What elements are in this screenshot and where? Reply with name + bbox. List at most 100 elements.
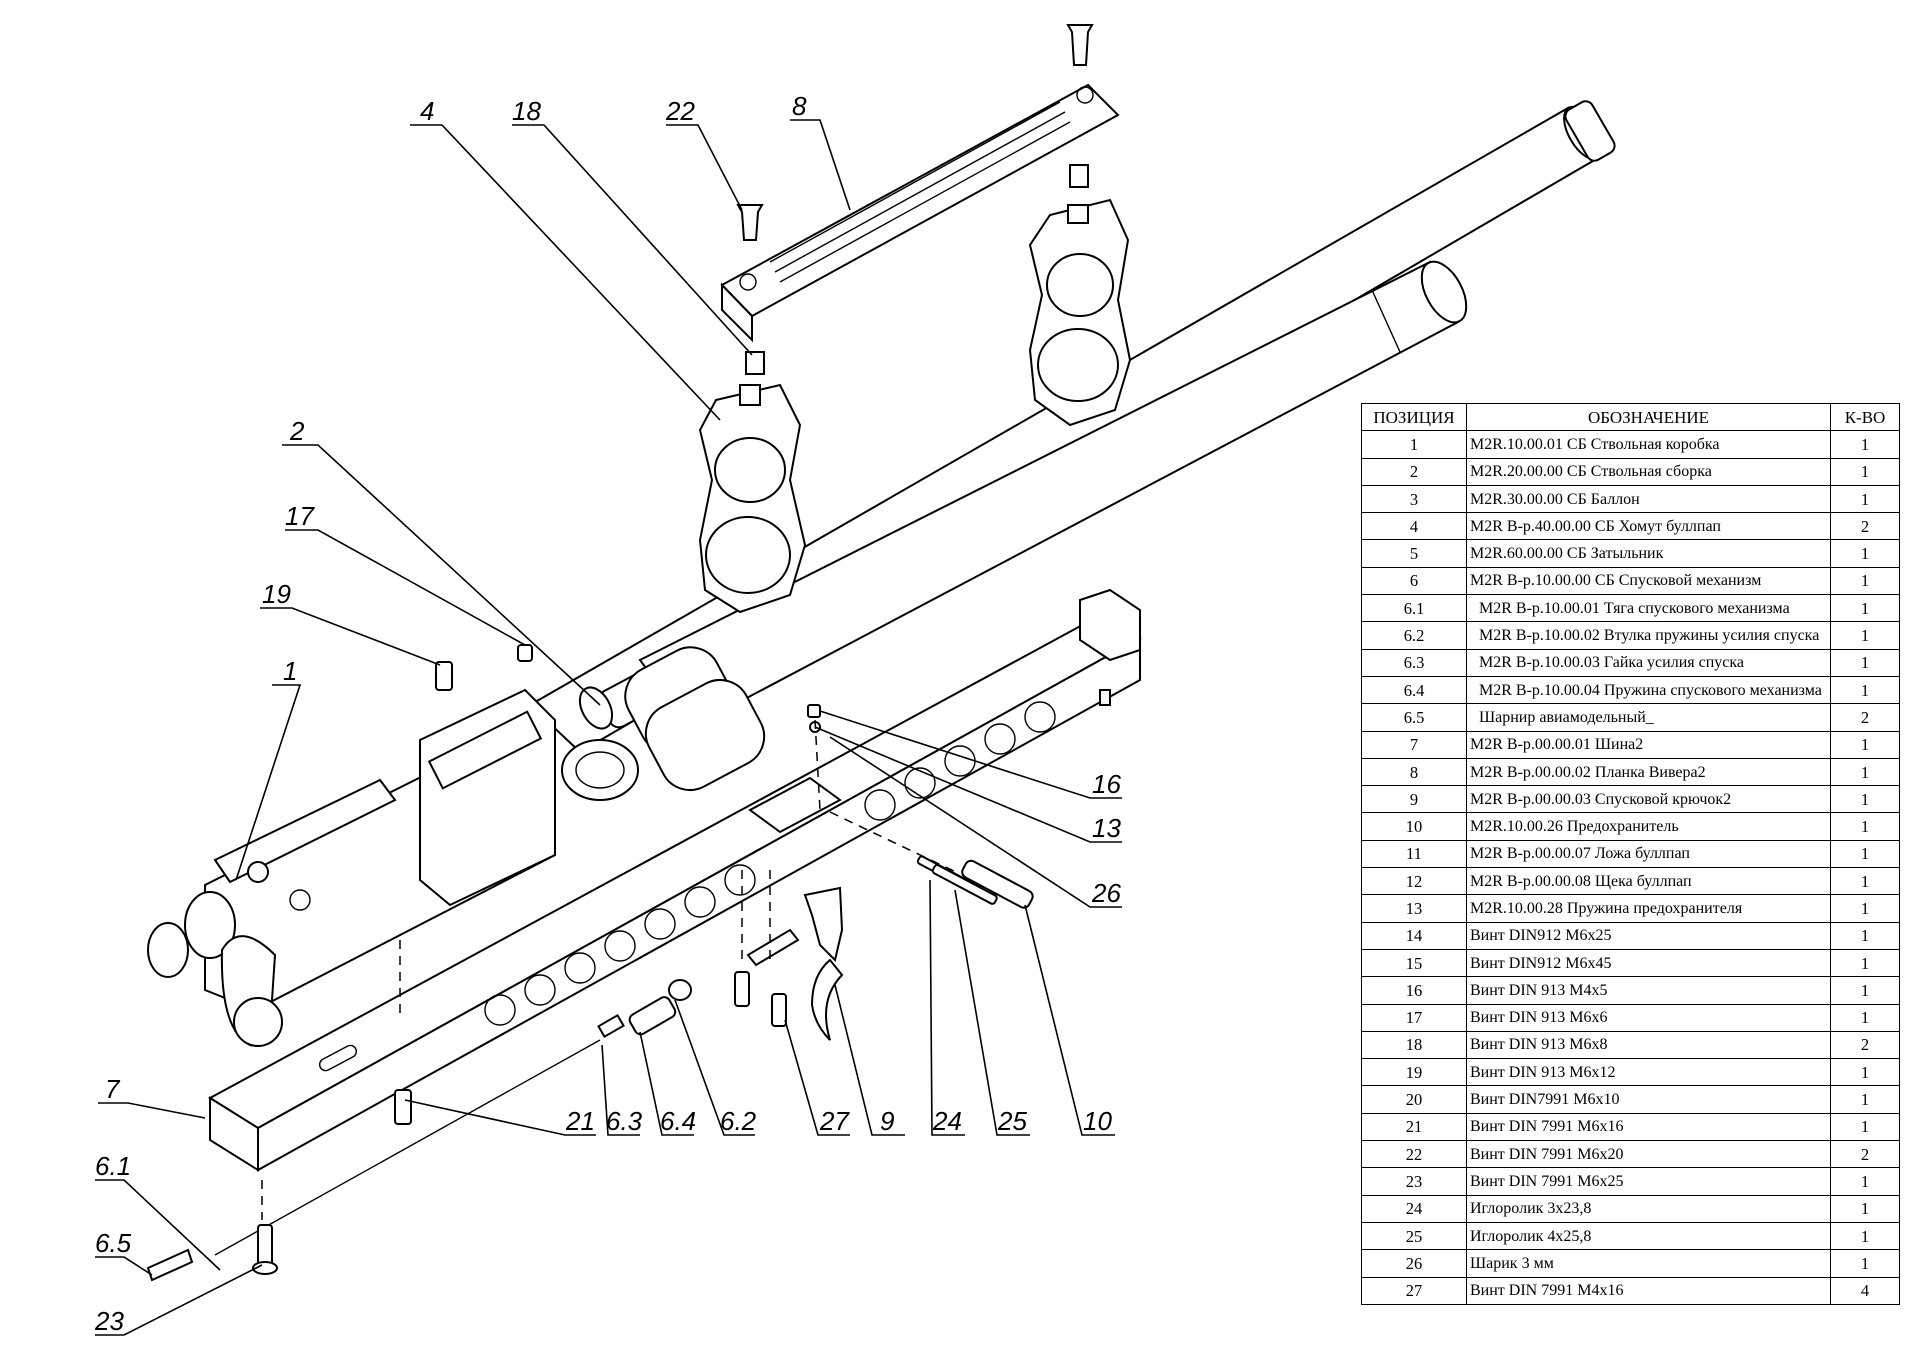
- cell-position: 26: [1361, 1249, 1467, 1278]
- cell-quantity: 2: [1830, 1030, 1900, 1060]
- cell-position: 22: [1361, 1140, 1467, 1169]
- cell-quantity: 1: [1830, 894, 1900, 923]
- cell-quantity: 1: [1830, 1058, 1900, 1087]
- callout-22: 22: [665, 96, 695, 126]
- cell-position: 6.3: [1361, 648, 1467, 677]
- cell-designation: M2R В-р.10.00.00 СБ Спусковой механизм: [1466, 566, 1831, 596]
- callout-13: 13: [1092, 813, 1121, 843]
- cell-position: 7: [1361, 730, 1467, 759]
- cell-position: 3: [1361, 484, 1467, 514]
- callout-17: 17: [285, 501, 315, 531]
- weaver-rail: [720, 24, 1120, 375]
- cell-quantity: 1: [1830, 867, 1900, 896]
- cell-position: 4: [1361, 512, 1467, 541]
- cell-position: 18: [1361, 1030, 1467, 1060]
- callout-2: 2: [289, 416, 305, 446]
- bullpup-clamp-right: [1028, 164, 1132, 427]
- cell-designation: Шарик 3 мм: [1466, 1249, 1831, 1278]
- callout-1: 1: [283, 656, 297, 686]
- cell-quantity: 1: [1830, 594, 1900, 623]
- safety-and-rollers: [261, 719, 1034, 1220]
- cell-position: 15: [1361, 948, 1467, 978]
- cell-quantity: 1: [1830, 812, 1900, 841]
- cell-designation: Винт DIN 913 М6х12: [1466, 1058, 1831, 1087]
- callout-9: 9: [880, 1106, 894, 1136]
- cell-position: 6.1: [1361, 594, 1467, 623]
- callout-6-4: 6.4: [660, 1106, 696, 1136]
- cell-designation: M2R В-р.10.00.02 Втулка пружины усилия с…: [1466, 621, 1831, 650]
- cell-quantity: 1: [1830, 976, 1900, 1005]
- cell-quantity: 2: [1830, 703, 1900, 732]
- header-quantity: К-ВО: [1830, 402, 1900, 432]
- cell-designation: M2R В-р.00.00.08 Щека буллпап: [1466, 867, 1831, 896]
- cell-designation: Винт DIN 913 М6х6: [1466, 1003, 1831, 1032]
- cell-designation: Иглоролик 4х25,8: [1466, 1221, 1831, 1251]
- trigger-group: [146, 886, 844, 1282]
- callout-23: 23: [94, 1306, 124, 1336]
- cell-quantity: 1: [1830, 1003, 1900, 1032]
- cell-quantity: 1: [1830, 1085, 1900, 1114]
- callout-18: 18: [512, 96, 541, 126]
- cell-quantity: 2: [1830, 512, 1900, 541]
- cell-position: 1: [1361, 430, 1467, 459]
- cell-quantity: 1: [1830, 457, 1900, 486]
- cell-designation: M2R.10.00.26 Предохранитель: [1466, 812, 1831, 841]
- table-header-row: ПОЗИЦИЯ ОБОЗНАЧЕНИЕ К-ВО: [1361, 402, 1900, 432]
- cell-position: 6.4: [1361, 675, 1467, 705]
- cell-quantity: 1: [1830, 839, 1900, 869]
- callout-6-3: 6.3: [606, 1106, 643, 1136]
- cell-designation: Винт DIN 913 М6х8: [1466, 1030, 1831, 1060]
- cell-position: 23: [1361, 1167, 1467, 1196]
- cell-position: 6.2: [1361, 621, 1467, 650]
- cell-position: 20: [1361, 1085, 1467, 1114]
- cell-quantity: 1: [1830, 539, 1900, 568]
- cell-designation: Иглоролик 3х23,8: [1466, 1194, 1831, 1223]
- header-position: ПОЗИЦИЯ: [1361, 402, 1467, 432]
- cell-quantity: 2: [1830, 1140, 1900, 1169]
- callout-26: 26: [1091, 878, 1121, 908]
- callout-16: 16: [1092, 769, 1121, 799]
- cell-quantity: 1: [1830, 1112, 1900, 1142]
- cell-quantity: 1: [1830, 621, 1900, 650]
- callout-24: 24: [932, 1106, 962, 1136]
- cell-position: 27: [1361, 1276, 1467, 1305]
- bullpup-clamp-left: [698, 383, 807, 614]
- cell-position: 5: [1361, 539, 1467, 568]
- cell-designation: Винт DIN 7991 М6х25: [1466, 1167, 1831, 1196]
- callout-4: 4: [420, 96, 434, 126]
- callout-7: 7: [105, 1074, 121, 1104]
- leader-lines: [95, 119, 1122, 1336]
- cell-designation: Винт DIN 913 М4х5: [1466, 976, 1831, 1005]
- callout-25: 25: [997, 1106, 1027, 1136]
- cell-designation: M2R В-р.00.00.02 Планка Вивера2: [1466, 757, 1831, 787]
- cell-designation: M2R.10.00.28 Пружина предохранителя: [1466, 894, 1831, 923]
- cell-designation: M2R В-р.10.00.01 Тяга спускового механиз…: [1466, 594, 1831, 623]
- cell-position: 21: [1361, 1112, 1467, 1142]
- cell-quantity: 1: [1830, 921, 1900, 950]
- cell-position: 10: [1361, 812, 1467, 841]
- cell-quantity: 1: [1830, 675, 1900, 705]
- cell-quantity: 1: [1830, 1249, 1900, 1278]
- cell-designation: M2R.30.00.00 СБ Баллон: [1466, 484, 1831, 514]
- cell-position: 8: [1361, 757, 1467, 787]
